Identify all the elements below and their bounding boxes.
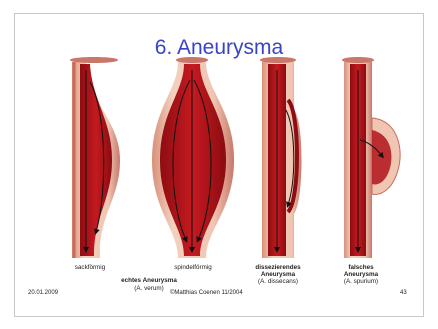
- caption-dissez-aneurysma: Aneurysma: [250, 271, 306, 278]
- caption-falsches-aneurysma: Aneurysma: [336, 271, 386, 278]
- caption-dissezierendes: dissezierendes: [250, 264, 306, 271]
- caption-falsches: falsches: [336, 264, 386, 271]
- vessel-false: [342, 57, 400, 258]
- vessel-dissecting: [260, 57, 302, 258]
- caption-echtes-aneurysma: echtes Aneurysma: [114, 277, 184, 284]
- footer-date: 20.01.2009: [28, 290, 58, 296]
- vessel-saccular: [70, 57, 120, 258]
- footer-page-number: 43: [400, 290, 407, 296]
- caption-a-spurium: (A. spurium): [336, 278, 386, 285]
- footer-author: ©Matthias Coenen 11/2004: [170, 290, 243, 296]
- caption-sackfoermig: sackförmig: [70, 264, 110, 271]
- caption-spindelfoermig: spindelförmig: [171, 264, 215, 271]
- vessel-fusiform: [152, 57, 234, 258]
- caption-a-dissecans: (A. dissecans): [250, 278, 306, 285]
